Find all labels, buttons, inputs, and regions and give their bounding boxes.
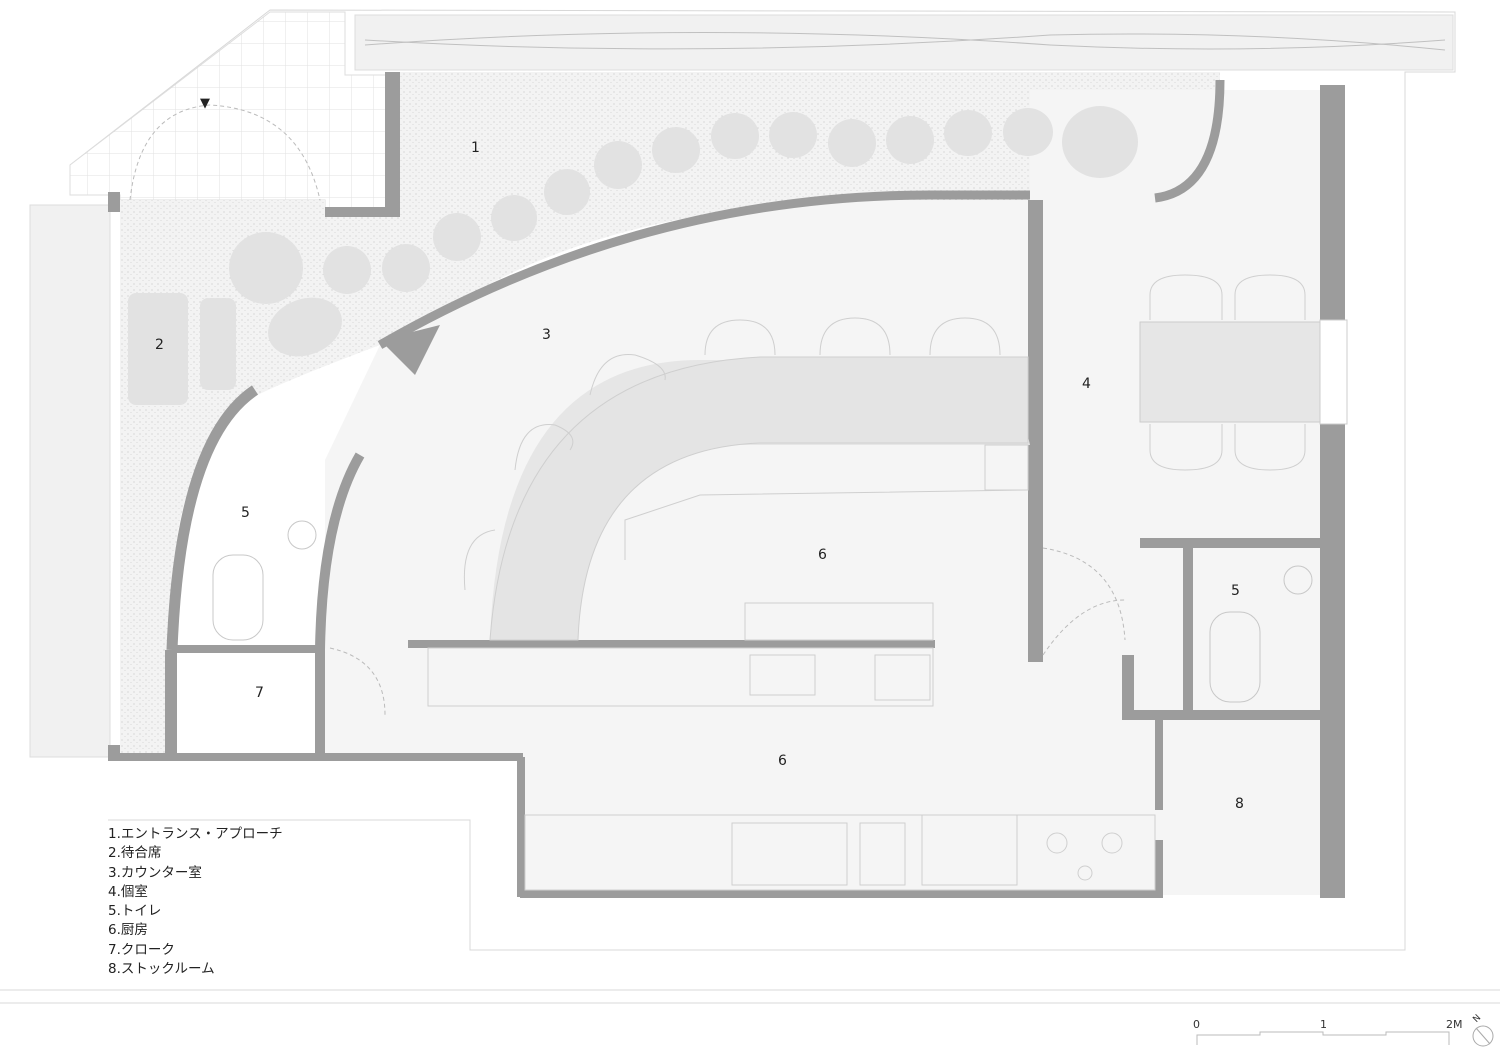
legend-item: 3.カウンター室 — [108, 864, 202, 881]
legend-item: 8.ストックルーム — [108, 961, 215, 978]
scale-bar — [1196, 1031, 1450, 1045]
chairs — [463, 274, 1306, 591]
kitchen-fixtures — [427, 444, 1156, 891]
room-label-6-lower: 6 — [778, 753, 787, 769]
private-table-end — [1319, 319, 1348, 425]
north-arrow-icon — [1472, 1025, 1494, 1047]
entrance-marker: ▼ — [200, 96, 210, 111]
scale-label-0: 0 — [1193, 1018, 1200, 1031]
room-label-6-upper: 6 — [818, 547, 827, 563]
entrance-paving — [69, 11, 391, 216]
walls — [108, 72, 1345, 898]
room-label-2: 2 — [155, 337, 164, 353]
room-label-7: 7 — [255, 685, 264, 701]
site-boundary — [0, 9, 1500, 1004]
plants-top — [364, 32, 1446, 51]
room-label-1: 1 — [471, 140, 480, 156]
stepping-stones — [128, 106, 1138, 405]
room-label-5-right: 5 — [1231, 583, 1240, 599]
scale-label-2m: 2M — [1446, 1018, 1463, 1031]
private-table — [1139, 321, 1321, 423]
legend-item: 6.厨房 — [108, 922, 148, 939]
legend-item: 1.エントランス・アプローチ — [108, 826, 283, 842]
legend-item: 7.クローク — [108, 941, 175, 958]
room-label-5-left: 5 — [241, 505, 250, 521]
toilets — [212, 520, 1313, 703]
legend-item: 2.待合席 — [108, 845, 162, 862]
room-label-8: 8 — [1235, 796, 1244, 812]
approach-floor — [120, 72, 1220, 757]
room-legend: 1.エントランス・アプローチ 2.待合席 3.カウンター室 4.個室 5.トイレ… — [108, 825, 283, 979]
room-label-4: 4 — [1082, 376, 1091, 392]
doors — [129, 104, 1126, 716]
planter-top — [354, 14, 1454, 71]
legend-item: 5.トイレ — [108, 903, 162, 920]
legend-item: 4.個室 — [108, 883, 148, 900]
scale-label-1: 1 — [1320, 1018, 1327, 1031]
counter — [489, 356, 1029, 641]
room-label-3: 3 — [542, 327, 551, 343]
planter-left — [29, 204, 111, 758]
